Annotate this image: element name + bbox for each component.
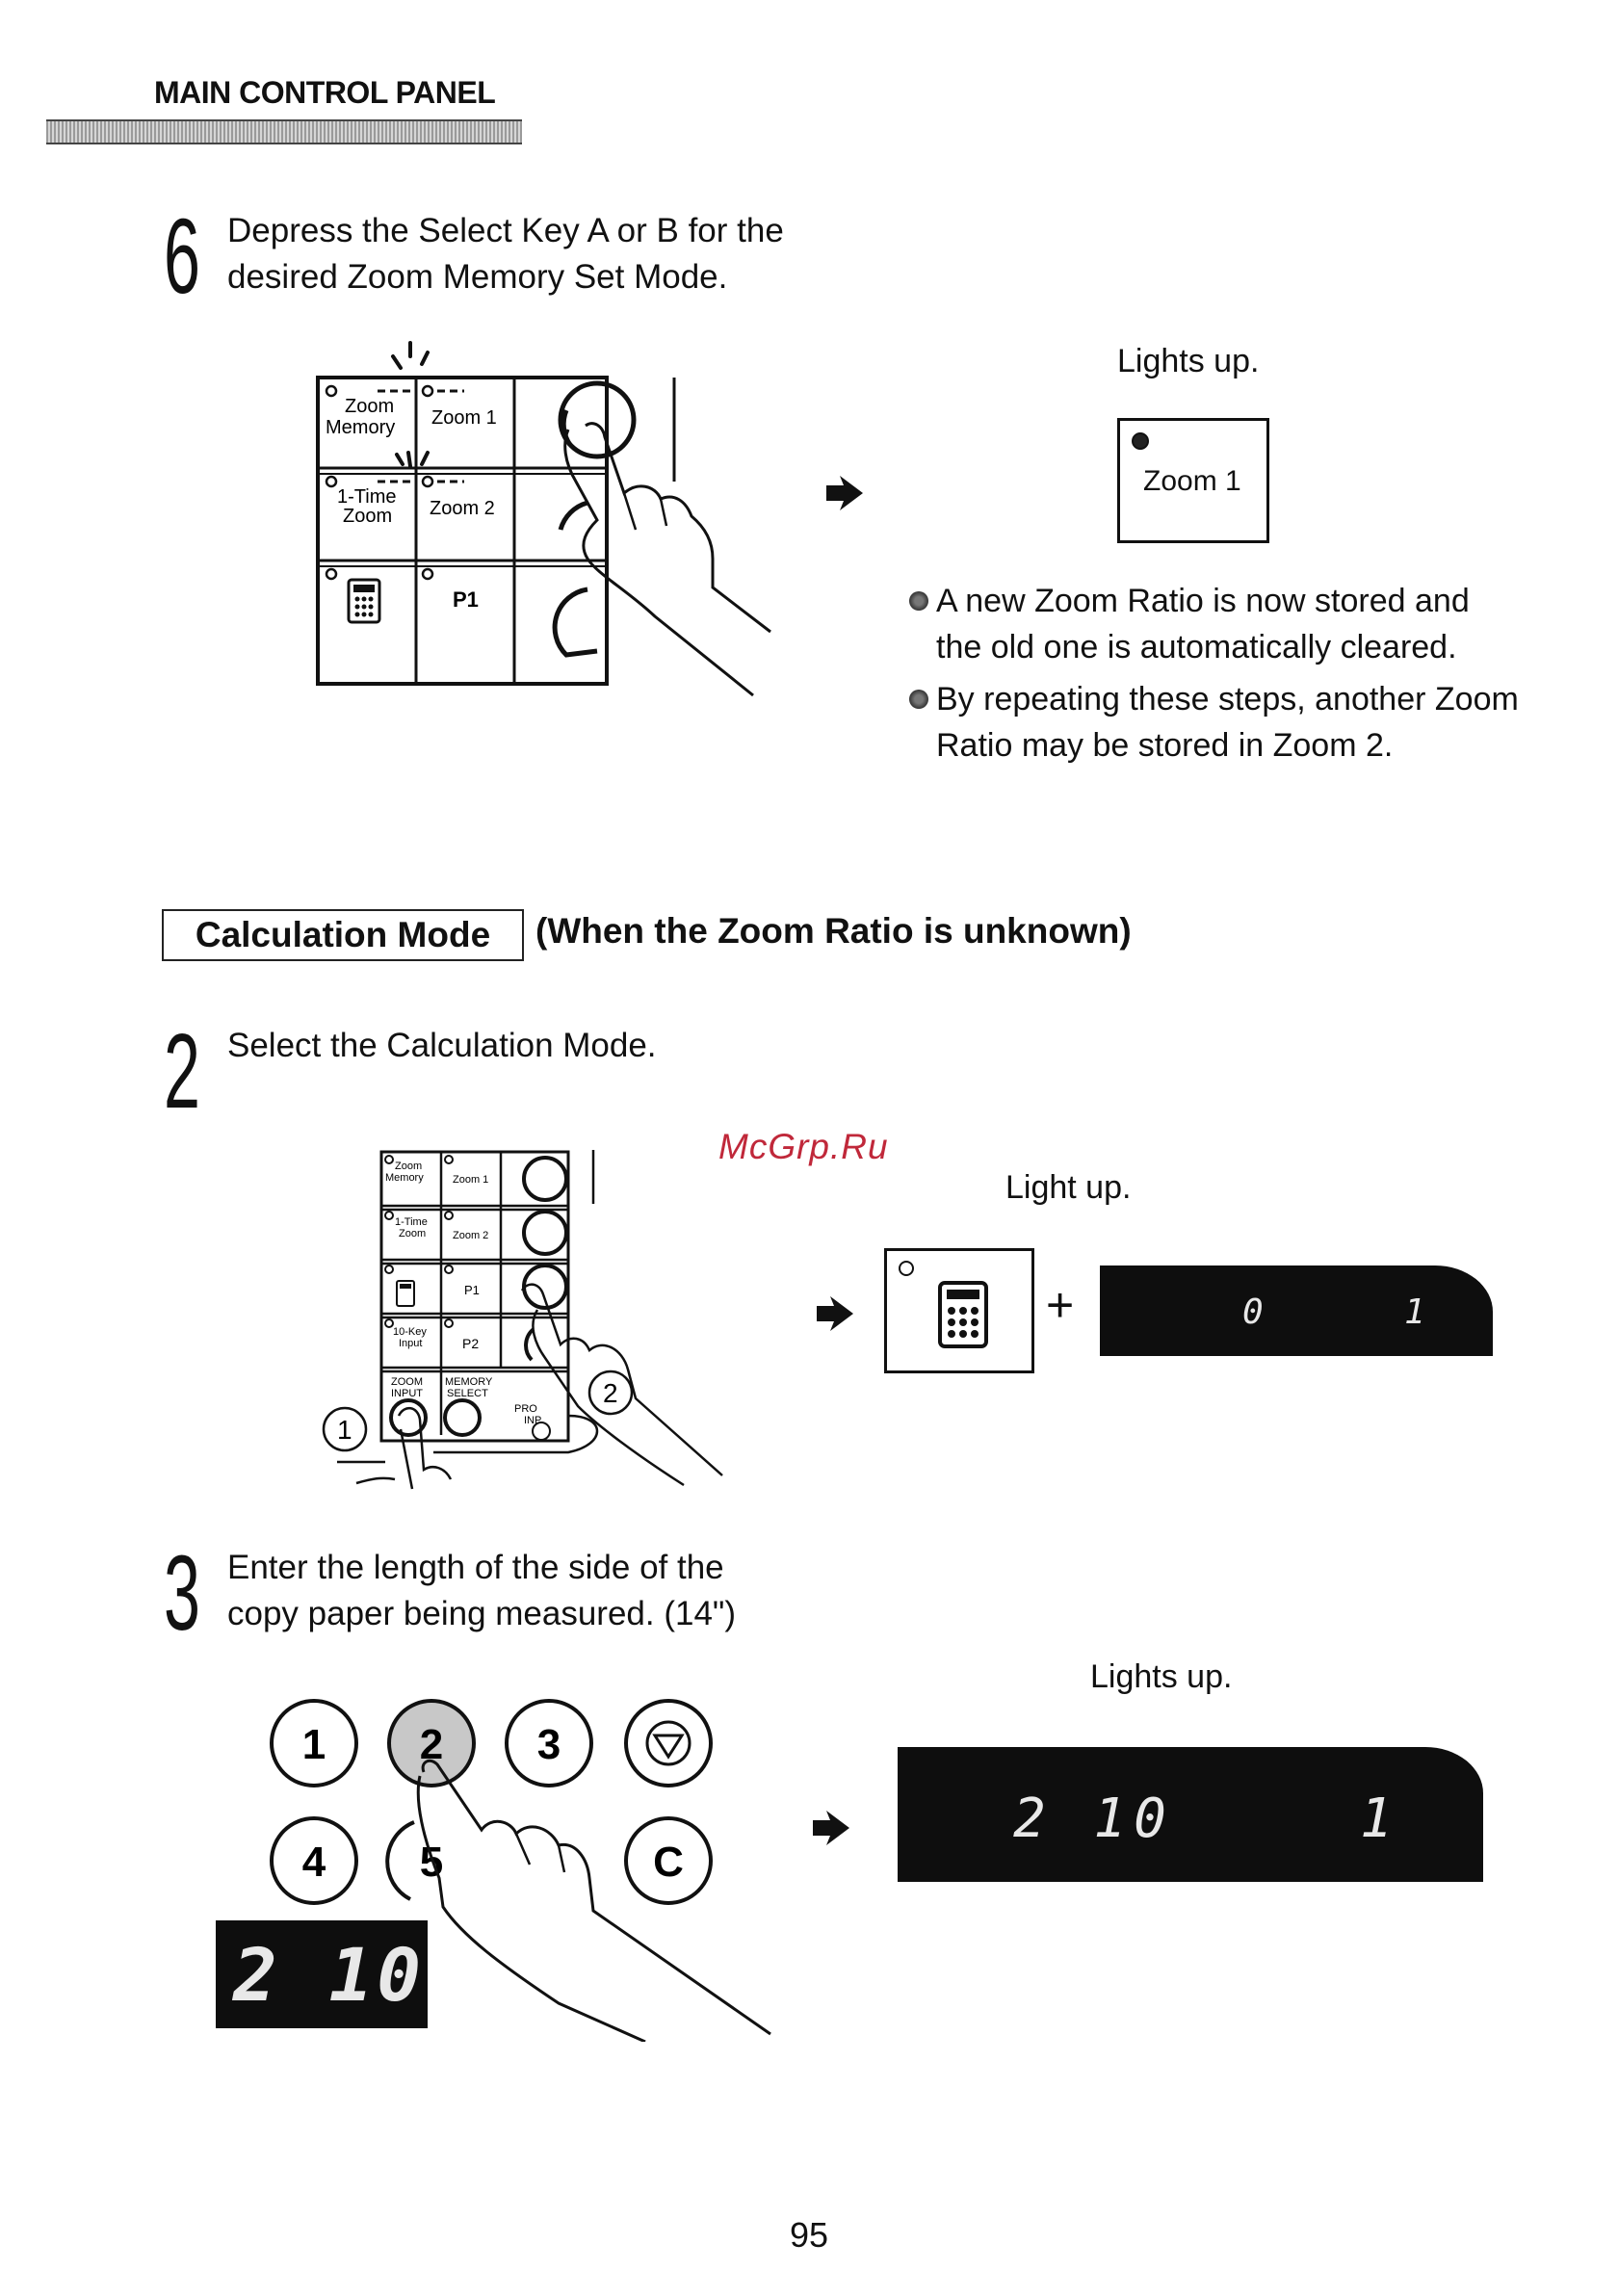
lcd-right-value: 1 — [1404, 1292, 1425, 1332]
calc-panel-label: P1 — [464, 1283, 480, 1297]
calculator-icon — [347, 578, 381, 624]
step-3-number: 3 — [164, 1534, 200, 1653]
calc-panel-label: INPUT — [391, 1388, 423, 1399]
calc-panel-label: ZOOM — [391, 1376, 423, 1388]
ten-key-pad-illustration: 1 2 3 4 5 C — [270, 1699, 771, 2042]
calc-panel-label: 10-Key — [393, 1326, 427, 1338]
calculation-mode-heading: Calculation Mode — [162, 909, 524, 961]
calculation-mode-subtitle: (When the Zoom Ratio is unknown) — [535, 911, 1132, 951]
lcd-left-value: 0 — [1242, 1292, 1264, 1332]
key-3: 3 — [537, 1721, 561, 1768]
section-title: MAIN CONTROL PANEL — [154, 75, 496, 110]
lcd-display-step-2: 0 1 — [1100, 1265, 1493, 1356]
step-6-lights-up-label: Lights up. — [1117, 343, 1260, 379]
step-3-line-1: Enter the length of the side of the — [227, 1549, 724, 1586]
calc-panel-label: INP — [524, 1415, 541, 1426]
calc-panel-label: Input — [399, 1338, 422, 1349]
step-2-instruction: Select the Calculation Mode. — [227, 1027, 657, 1064]
panel-zoom1-label: Zoom 1 — [431, 407, 497, 429]
step-6-instruction: Depress the Select Key A or B for the de… — [227, 208, 784, 300]
page-number: 95 — [790, 2215, 829, 2255]
note-item: By repeating these steps, another Zoom R… — [905, 676, 1522, 769]
calculation-panel-illustration: Zoom Memory Zoom 1 1-Time Zoom Zoom 2 P1… — [322, 1150, 723, 1490]
calc-panel-label: Zoom 1 — [453, 1174, 488, 1186]
lcd-left-value: 2 10 — [1013, 1787, 1174, 1850]
callout-1: 1 — [337, 1415, 352, 1445]
panel-onetime-label-1: 1-Time — [337, 486, 396, 508]
panel-zoom-memory-label-2: Memory — [326, 417, 395, 438]
indicator-led-icon — [899, 1261, 914, 1276]
step-3-lights-up-label: Lights up. — [1090, 1658, 1233, 1695]
stop-icon — [645, 1720, 692, 1766]
title-underline-bar — [46, 119, 522, 144]
arrow-right-icon — [813, 1811, 849, 1845]
step-2-number: 2 — [164, 1012, 200, 1131]
step-6-line-2: desired Zoom Memory Set Mode. — [227, 258, 728, 296]
step-6-line-1: Depress the Select Key A or B for the — [227, 212, 784, 249]
calculator-icon — [396, 1280, 415, 1307]
calc-panel-label: PRO — [514, 1403, 537, 1415]
ten-key-indicator — [884, 1248, 1034, 1373]
panel-zoom2-label: Zoom 2 — [430, 498, 495, 519]
calculator-icon — [938, 1281, 988, 1348]
note-item: A new Zoom Ratio is now stored and the o… — [905, 578, 1522, 670]
calc-panel-label: Zoom — [399, 1228, 426, 1239]
calc-panel-label: SELECT — [447, 1388, 488, 1399]
indicator-led-icon — [1132, 432, 1149, 450]
watermark: McGrp.Ru — [718, 1127, 889, 1166]
step-3-line-2: copy paper being measured. (14") — [227, 1595, 737, 1632]
pointing-hand — [421, 1759, 771, 2036]
pointing-hand — [563, 429, 754, 697]
pointing-hand — [520, 1283, 723, 1487]
pointing-hand — [397, 1407, 453, 1490]
zoom-select-panel-illustration: Zoom Memory Zoom 1 1-Time Zoom Zoom 2 P1 — [316, 341, 771, 697]
plus-sign: + — [1046, 1278, 1075, 1332]
calc-panel-label: P2 — [462, 1336, 479, 1351]
callout-2: 2 — [603, 1378, 618, 1408]
calc-panel-label: Zoom — [395, 1161, 422, 1172]
lcd-right-value: 1 — [1360, 1787, 1393, 1850]
key-1: 1 — [302, 1721, 326, 1768]
step-3-instruction: Enter the length of the side of the copy… — [227, 1545, 736, 1637]
step-6-notes: A new Zoom Ratio is now stored and the o… — [905, 578, 1522, 769]
lcd-display-step-3: 2 10 1 — [898, 1747, 1483, 1882]
calc-panel-label: MEMORY — [445, 1376, 493, 1388]
key-clear: C — [653, 1839, 684, 1886]
small-lcd-value: 2 10 — [233, 1932, 426, 2018]
step-2-lights-up-label: Light up. — [1005, 1169, 1132, 1206]
step-6-number: 6 — [164, 197, 200, 316]
key-4: 4 — [302, 1839, 326, 1886]
panel-onetime-label-2: Zoom — [343, 506, 392, 527]
panel-p1-label: P1 — [453, 587, 479, 612]
zoom1-indicator-label: Zoom 1 — [1143, 465, 1241, 497]
panel-zoom-memory-label-1: Zoom — [345, 396, 394, 417]
calc-panel-label: Memory — [385, 1172, 424, 1184]
calc-panel-label: Zoom 2 — [453, 1230, 488, 1241]
small-lcd-display: 2 10 — [216, 1920, 428, 2028]
arrow-right-icon — [817, 1296, 853, 1331]
arrow-right-icon — [826, 476, 863, 510]
calc-panel-label: 1-Time — [395, 1216, 428, 1228]
zoom1-indicator: Zoom 1 — [1117, 418, 1269, 543]
